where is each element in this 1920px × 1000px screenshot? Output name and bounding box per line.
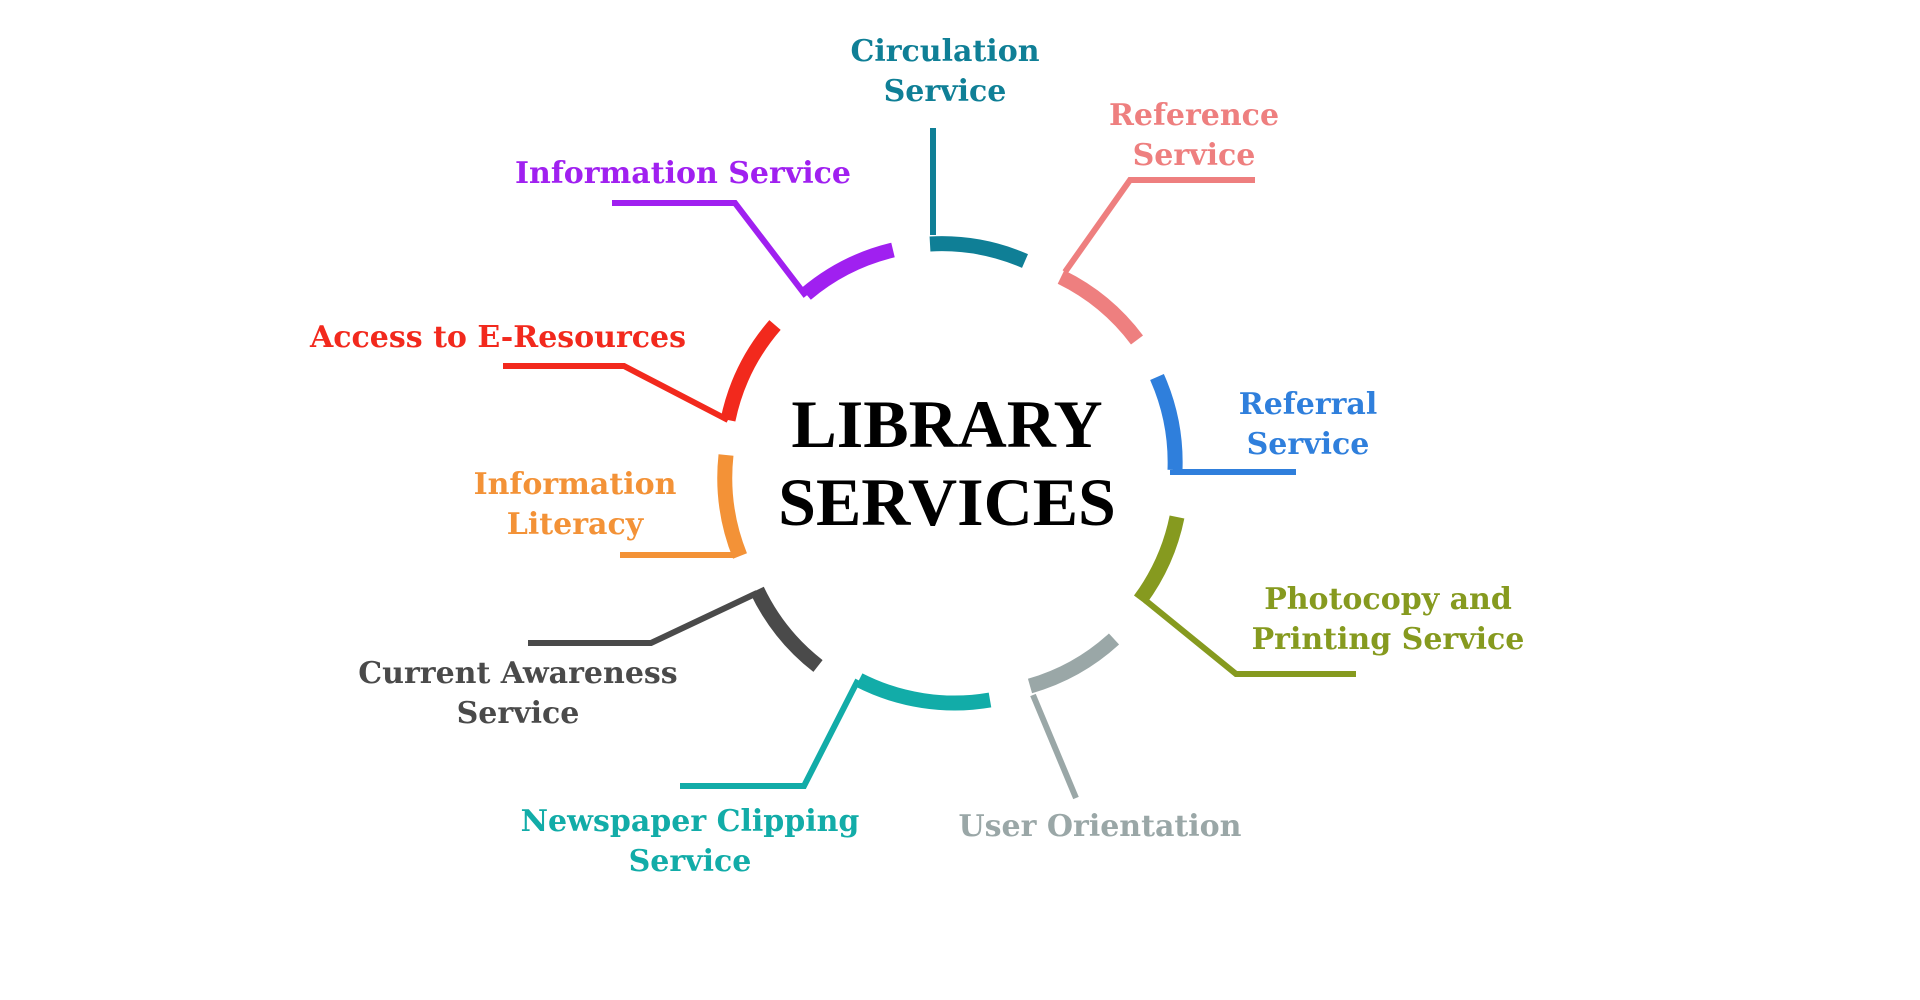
user-orientation-leader <box>1030 693 1079 800</box>
current-awareness-arc <box>750 586 823 672</box>
center-title-line2: SERVICES <box>778 464 1116 540</box>
referral-leader <box>1170 469 1296 475</box>
label-current-awareness-line2: Service <box>456 696 580 731</box>
e-resources-arc <box>720 320 781 422</box>
photocopy-leader <box>1143 597 1356 677</box>
referral-arc <box>1150 373 1183 471</box>
label-circulation: Circulation Service <box>850 32 1039 112</box>
referral-connector <box>1150 373 1296 475</box>
label-newspaper-clipping: Newspaper Clipping Service <box>521 802 860 882</box>
label-photocopy-line1: Photocopy and <box>1264 582 1512 617</box>
photocopy-connector <box>1133 515 1356 677</box>
center-title: LIBRARY SERVICES <box>778 385 1116 541</box>
label-user-orientation-line1: User Orientation <box>958 809 1242 844</box>
label-newspaper-clipping-line2: Service <box>628 844 752 879</box>
label-current-awareness-line1: Current Awareness <box>358 656 678 691</box>
label-reference: Reference Service <box>1109 96 1279 176</box>
information-service-connector <box>612 200 895 300</box>
information-service-arc <box>801 242 895 300</box>
current-awareness-leader <box>528 590 759 646</box>
label-information-service: Information Service <box>515 154 851 194</box>
information-service-leader <box>612 200 809 298</box>
information-literacy-arc <box>717 454 747 559</box>
newspaper-clipping-arc <box>855 673 992 711</box>
label-user-orientation: User Orientation <box>959 807 1242 847</box>
label-e-resources-line1: Access to E-Resources <box>309 320 687 355</box>
label-referral-line2: Service <box>1246 427 1370 462</box>
label-referral-line1: Referral <box>1238 387 1378 422</box>
reference-connector <box>1057 177 1255 345</box>
label-circulation-line1: Circulation <box>850 34 1040 69</box>
label-newspaper-clipping-line1: Newspaper Clipping <box>520 804 860 839</box>
user-orientation-connector <box>1027 633 1120 800</box>
photocopy-arc <box>1133 515 1185 605</box>
e-resources-connector <box>503 320 781 423</box>
label-current-awareness: Current Awareness Service <box>358 654 677 734</box>
circulation-connector <box>929 128 1028 268</box>
label-referral: Referral Service <box>1239 385 1377 465</box>
information-literacy-connector <box>620 454 747 559</box>
e-resources-leader <box>503 363 730 423</box>
label-photocopy-line2: Printing Service <box>1251 622 1525 657</box>
newspaper-clipping-connector <box>680 673 992 789</box>
newspaper-clipping-leader <box>680 678 861 789</box>
label-reference-line2: Service <box>1132 138 1256 173</box>
circulation-arc <box>929 236 1028 268</box>
current-awareness-connector <box>528 586 823 672</box>
label-reference-line1: Reference <box>1108 98 1280 133</box>
label-photocopy: Photocopy and Printing Service <box>1252 580 1525 660</box>
label-information-service-line1: Information Service <box>514 156 852 191</box>
reference-arc <box>1057 270 1144 345</box>
label-information-literacy-line2: Literacy <box>506 507 644 542</box>
label-e-resources: Access to E-Resources <box>310 318 686 358</box>
user-orientation-arc <box>1027 633 1120 694</box>
label-information-literacy-line1: Information <box>473 467 677 502</box>
label-information-literacy: Information Literacy <box>474 465 677 545</box>
center-title-line1: LIBRARY <box>791 386 1103 462</box>
reference-leader <box>1062 177 1255 274</box>
label-circulation-line2: Service <box>883 74 1007 109</box>
